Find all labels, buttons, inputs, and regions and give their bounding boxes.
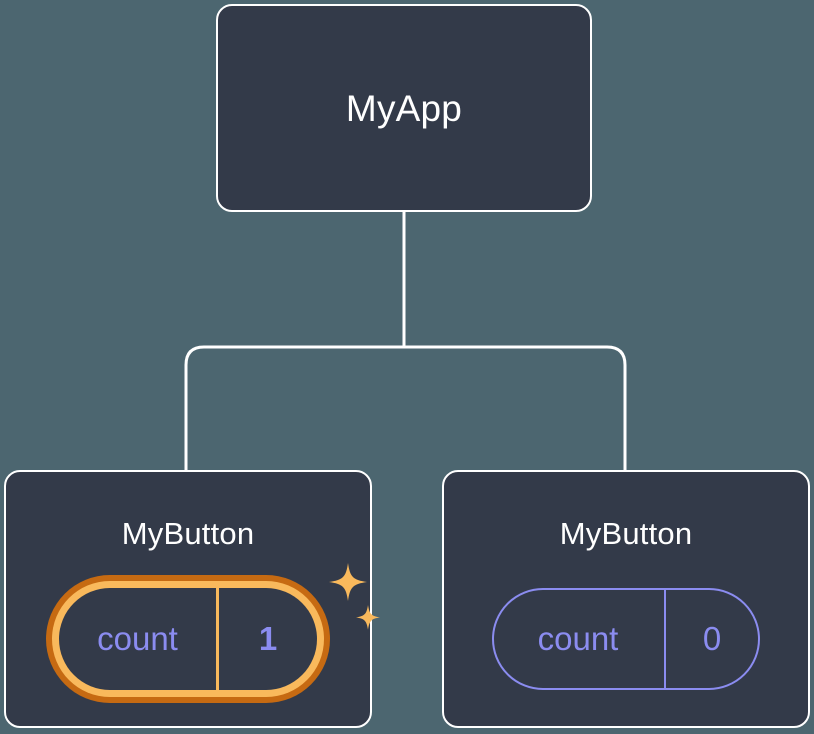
state-badge-left-inner: count 1 <box>59 588 317 690</box>
node-mybutton-left-title: MyButton <box>121 516 255 551</box>
sparkle-large-icon <box>329 563 367 601</box>
state-badge-left-wrap: count 1 <box>46 563 380 703</box>
node-mybutton-left[interactable]: MyButton count 1 <box>4 470 380 728</box>
state-badge-left[interactable]: count 1 <box>46 575 330 703</box>
node-mybutton-right[interactable]: MyButton count 0 <box>442 470 810 728</box>
state-badge-right-wrap: count 0 <box>492 588 760 690</box>
node-myapp-title: MyApp <box>345 87 463 129</box>
state-badge-right[interactable]: count 0 <box>492 588 760 690</box>
state-badge-right-value: 0 <box>702 620 722 657</box>
node-myapp[interactable]: MyApp <box>216 4 592 212</box>
state-badge-left-value: 1 <box>258 620 278 657</box>
state-badge-left-ring: count 1 <box>52 581 324 697</box>
state-badge-right-label: count <box>494 590 666 688</box>
state-badge-left-label: count <box>59 588 219 690</box>
node-mybutton-right-title: MyButton <box>559 516 693 551</box>
connector-branch-bar <box>184 345 627 470</box>
